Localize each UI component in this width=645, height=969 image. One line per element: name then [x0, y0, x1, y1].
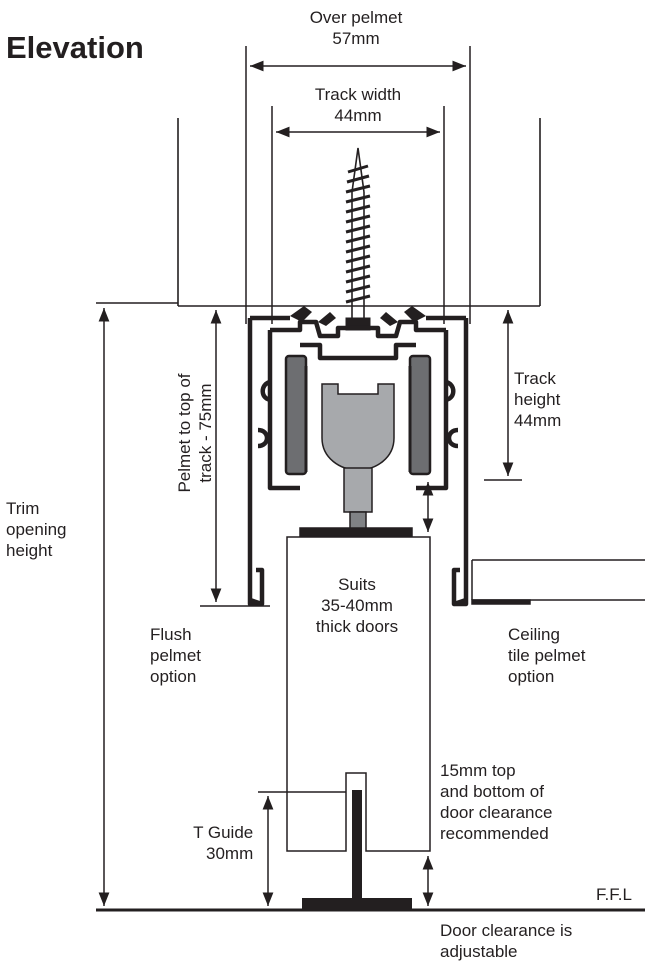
t-guide-dimension: [258, 791, 346, 906]
flush-pelmet-label: Flush pelmet option: [150, 625, 202, 686]
t-guide: [302, 790, 412, 910]
page-title: Elevation: [6, 30, 144, 65]
track-profile: [247, 315, 469, 607]
door-label: Suits 35-40mm thick doors: [315, 575, 399, 636]
pelmet-box: [177, 118, 541, 307]
track-height-label: Track height 44mm: [514, 369, 562, 430]
track-height-dimension: [484, 310, 522, 481]
clearance-note: 15mm top and bottom of door clearance re…: [440, 761, 553, 843]
door-panel: [286, 536, 431, 852]
t-guide-label: T Guide 30mm: [193, 823, 254, 863]
trim-opening-dimension: [96, 302, 178, 906]
screw-icon: [345, 147, 371, 331]
trim-opening-label: Trim opening height: [6, 499, 67, 560]
track-width-dimension: [271, 106, 445, 324]
ceiling-tile: [471, 559, 645, 605]
track-top-clips: [290, 306, 426, 326]
rollers: [284, 354, 432, 476]
ffl-label: F.F.L: [596, 885, 632, 904]
adjustable-note: Door clearance is adjustable: [440, 921, 573, 961]
ceiling-tile-label: Ceiling tile pelmet option: [508, 625, 586, 686]
track-width-label: Track width 44mm: [314, 85, 402, 125]
over-pelmet-label: Over pelmet 57mm: [309, 8, 403, 48]
pelmet-to-top-dimension: [200, 310, 270, 607]
pelmet-to-top-label: Pelmet to top of track - 75mm: [175, 373, 215, 493]
hanger-carriage: [299, 383, 413, 537]
over-pelmet-dimension: [245, 46, 471, 324]
